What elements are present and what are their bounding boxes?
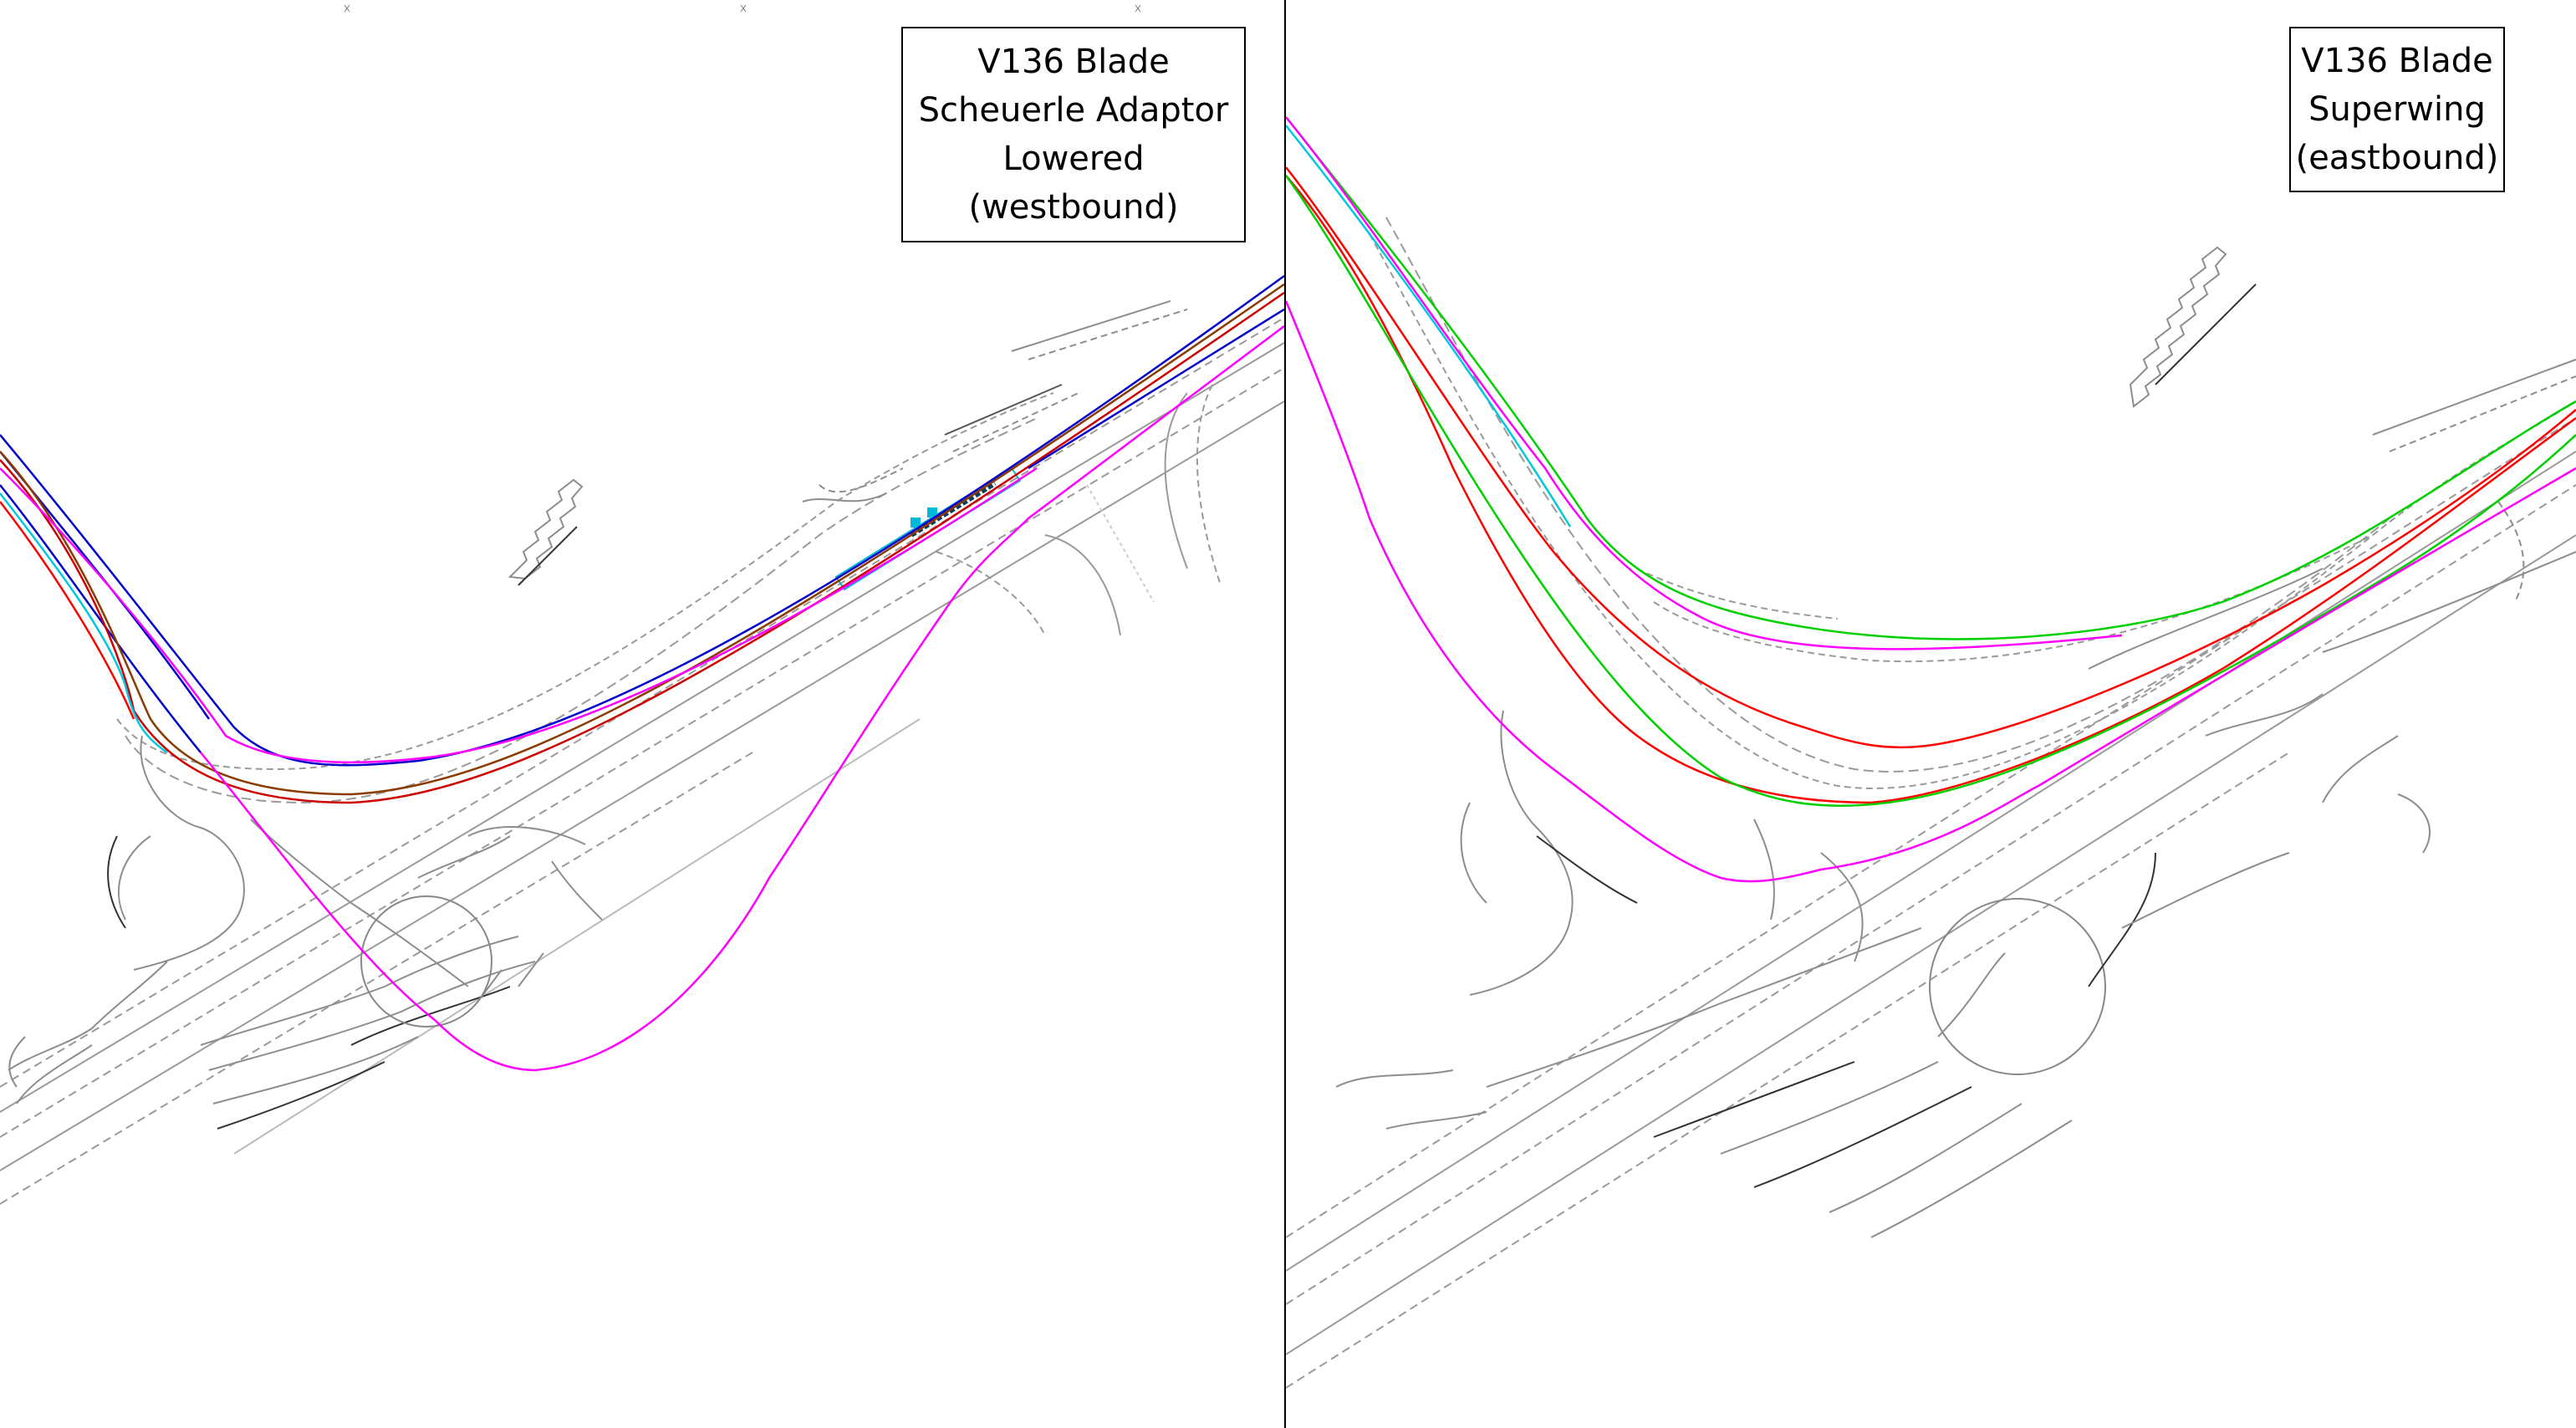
terrain-linework — [1335, 710, 2431, 1238]
swept-path-lines — [1286, 116, 2576, 883]
road-corridor — [0, 317, 1284, 1205]
right-panel: V136 Blade Superwing (eastbound) — [1286, 0, 2576, 1428]
right-title-line-3: (eastbound) — [2295, 139, 2499, 177]
left-panel: V136 Blade Scheuerle Adaptor Lowered (we… — [0, 0, 1284, 1428]
left-title-line-2: Scheuerle Adaptor — [918, 91, 1229, 130]
junction-linework — [116, 384, 1222, 804]
left-title-line-4: (westbound) — [968, 188, 1179, 227]
hedge-symbols — [2129, 246, 2257, 408]
right-map-drawing — [1286, 116, 2576, 1389]
panel-divider — [1284, 0, 1286, 1428]
left-panel-title-box: V136 Blade Scheuerle Adaptor Lowered (we… — [901, 27, 1246, 242]
north-verge-linework — [802, 300, 1188, 502]
junction-linework — [1369, 217, 2576, 789]
hedge-symbols — [508, 478, 584, 586]
left-map-drawing — [0, 4, 1284, 1205]
right-title-line-1: V136 Blade — [2301, 42, 2493, 80]
left-title-line-3: Lowered — [1002, 140, 1145, 178]
top-tick-markers — [344, 4, 1141, 13]
left-title-line-1: V136 Blade — [977, 43, 1170, 81]
right-panel-title-box: V136 Blade Superwing (eastbound) — [2289, 27, 2505, 192]
terrain-linework — [8, 735, 603, 1130]
north-verge-linework — [2088, 359, 2576, 737]
road-corridor — [1286, 417, 2576, 1389]
right-title-line-2: Superwing — [2308, 90, 2486, 129]
swept-path-lines — [0, 274, 1284, 1072]
